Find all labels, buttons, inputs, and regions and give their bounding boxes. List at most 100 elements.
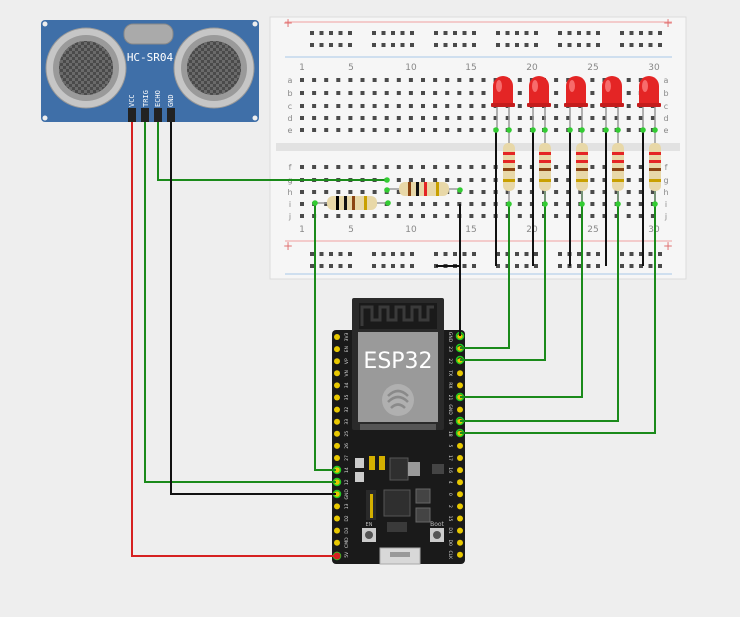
rail-hole[interactable] <box>658 31 662 35</box>
rail-hole[interactable] <box>658 264 662 268</box>
terminal-hole[interactable] <box>360 128 365 132</box>
terminal-hole[interactable] <box>590 104 595 108</box>
terminal-hole[interactable] <box>554 190 559 194</box>
rail-hole[interactable] <box>648 252 653 256</box>
board-pin-left[interactable] <box>334 455 340 461</box>
rail-hole[interactable] <box>434 43 438 47</box>
terminal-hole[interactable] <box>445 116 450 120</box>
rail-hole[interactable] <box>381 43 386 47</box>
terminal-hole[interactable] <box>312 91 317 95</box>
terminal-hole[interactable] <box>408 91 413 95</box>
rail-hole[interactable] <box>319 252 324 256</box>
rail-hole[interactable] <box>348 31 352 35</box>
terminal-hole[interactable] <box>348 128 353 132</box>
terminal-hole[interactable] <box>324 104 329 108</box>
rail-hole[interactable] <box>410 43 414 47</box>
terminal-hole[interactable] <box>626 78 631 82</box>
terminal-hole[interactable] <box>481 78 486 82</box>
terminal-hole[interactable] <box>324 78 329 82</box>
terminal-hole[interactable] <box>554 202 559 206</box>
rail-hole[interactable] <box>577 31 581 35</box>
board-pin-right[interactable] <box>457 382 463 389</box>
rail-hole[interactable] <box>577 264 581 268</box>
rail-hole[interactable] <box>400 252 405 256</box>
rail-hole[interactable] <box>462 252 467 256</box>
rail-hole[interactable] <box>310 43 314 47</box>
board-pin-left[interactable] <box>334 527 340 534</box>
rail-hole[interactable] <box>586 31 591 35</box>
terminal-hole[interactable] <box>529 116 534 120</box>
terminal-hole[interactable] <box>312 116 317 120</box>
terminal-hole[interactable] <box>396 116 401 120</box>
terminal-hole[interactable] <box>481 91 486 95</box>
rail-hole[interactable] <box>496 43 500 47</box>
rail-hole[interactable] <box>410 264 414 268</box>
terminal-hole[interactable] <box>348 104 353 108</box>
terminal-hole[interactable] <box>650 190 655 194</box>
terminal-hole[interactable] <box>360 91 365 95</box>
terminal-hole[interactable] <box>469 116 474 120</box>
terminal-hole[interactable] <box>300 202 304 206</box>
terminal-hole[interactable] <box>566 178 571 182</box>
rail-hole[interactable] <box>400 264 405 268</box>
rail-hole[interactable] <box>348 264 352 268</box>
rail-hole[interactable] <box>329 264 333 268</box>
terminal-hole[interactable] <box>445 128 450 132</box>
terminal-hole[interactable] <box>336 104 341 108</box>
terminal-hole[interactable] <box>554 178 559 182</box>
terminal-hole[interactable] <box>626 128 631 132</box>
rail-hole[interactable] <box>639 252 643 256</box>
terminal-hole[interactable] <box>638 178 643 182</box>
terminal-hole[interactable] <box>481 128 486 132</box>
terminal-hole[interactable] <box>421 202 425 206</box>
terminal-hole[interactable] <box>408 202 413 206</box>
rail-hole[interactable] <box>453 31 457 35</box>
terminal-hole[interactable] <box>590 78 595 82</box>
terminal-hole[interactable] <box>457 91 462 95</box>
terminal-hole[interactable] <box>590 91 595 95</box>
rail-hole[interactable] <box>534 264 538 268</box>
terminal-hole[interactable] <box>372 165 377 169</box>
terminal-hole[interactable] <box>324 128 329 132</box>
terminal-hole[interactable] <box>300 190 304 194</box>
terminal-hole[interactable] <box>408 116 413 120</box>
rail-hole[interactable] <box>567 43 572 47</box>
terminal-hole[interactable] <box>638 214 643 218</box>
rail-hole[interactable] <box>596 43 600 47</box>
board-pin-left[interactable] <box>334 394 340 401</box>
terminal-hole[interactable] <box>421 104 425 108</box>
terminal-hole[interactable] <box>517 190 522 194</box>
board-pin-left[interactable] <box>334 430 340 437</box>
terminal-hole[interactable] <box>348 78 353 82</box>
terminal-hole[interactable] <box>469 202 474 206</box>
board-pin-left[interactable] <box>334 491 340 498</box>
terminal-hole[interactable] <box>554 78 559 82</box>
terminal-hole[interactable] <box>481 202 486 206</box>
rail-hole[interactable] <box>558 43 562 47</box>
rail-hole[interactable] <box>372 31 376 35</box>
boot-button-cap[interactable] <box>433 531 441 539</box>
rail-hole[interactable] <box>515 31 519 35</box>
terminal-hole[interactable] <box>445 165 450 169</box>
terminal-hole[interactable] <box>324 190 329 194</box>
terminal-hole[interactable] <box>300 91 304 95</box>
terminal-hole[interactable] <box>626 91 631 95</box>
rail-hole[interactable] <box>505 252 510 256</box>
terminal-hole[interactable] <box>590 214 595 218</box>
terminal-hole[interactable] <box>445 91 450 95</box>
rail-hole[interactable] <box>534 43 538 47</box>
terminal-hole[interactable] <box>481 190 486 194</box>
terminal-hole[interactable] <box>554 91 559 95</box>
terminal-hole[interactable] <box>638 78 643 82</box>
terminal-hole[interactable] <box>421 128 425 132</box>
terminal-hole[interactable] <box>396 165 401 169</box>
terminal-hole[interactable] <box>517 116 522 120</box>
terminal-hole[interactable] <box>384 116 389 120</box>
terminal-hole[interactable] <box>396 78 401 82</box>
terminal-hole[interactable] <box>590 116 595 120</box>
rail-hole[interactable] <box>381 252 386 256</box>
rail-hole[interactable] <box>472 264 476 268</box>
terminal-hole[interactable] <box>517 128 522 132</box>
rail-hole[interactable] <box>596 31 600 35</box>
rail-hole[interactable] <box>310 252 314 256</box>
